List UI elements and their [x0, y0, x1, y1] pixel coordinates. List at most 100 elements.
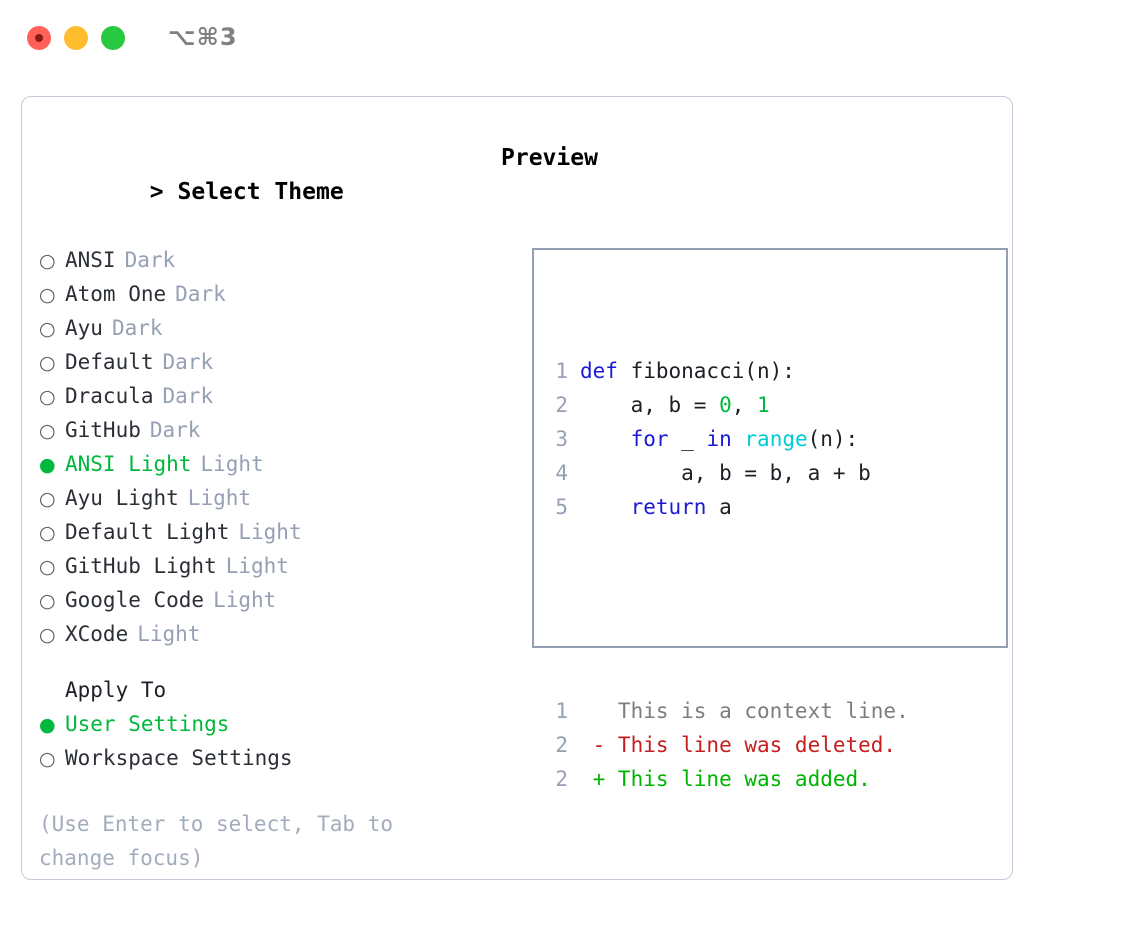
code-token: for — [630, 427, 669, 451]
theme-mode-tag: Light — [238, 520, 302, 544]
theme-name-label: GitHub Light — [65, 554, 217, 578]
diff-line-text: + This line was added. — [580, 767, 871, 791]
diff-line: 2 + This line was added. — [542, 762, 909, 796]
select-theme-heading: > Select Theme — [39, 141, 499, 243]
theme-name-label: Default Light — [65, 520, 230, 544]
theme-name-label: GitHub — [65, 418, 141, 442]
code-token: fibonacci(n): — [630, 359, 795, 383]
apply-to-option[interactable]: ●User Settings — [39, 707, 499, 741]
radio-unselected-icon: ○ — [39, 318, 56, 340]
code-token: 0 — [719, 393, 732, 417]
code-token: def — [580, 359, 631, 383]
theme-name-label: XCode — [65, 622, 129, 646]
diff-line: 1 This is a context line. — [542, 694, 908, 728]
theme-name-label: Google Code — [65, 588, 205, 612]
theme-name-label: ANSI Light — [65, 452, 192, 476]
select-theme-heading-text: Select Theme — [177, 179, 344, 205]
line-number: 5 — [555, 495, 568, 519]
code-token: 1 — [757, 393, 770, 417]
line-number: 3 — [555, 427, 568, 451]
code-token: range — [744, 427, 808, 451]
code-token: _ — [668, 427, 707, 451]
diff-sample: 1 This is a context line.2 - This line w… — [542, 694, 909, 796]
radio-selected-icon: ● — [39, 454, 56, 476]
line-number: 1 — [555, 699, 568, 723]
code-token: a, b = — [580, 393, 720, 417]
minimize-button[interactable] — [64, 26, 88, 50]
apply-to-option-label: User Settings — [65, 712, 230, 736]
apply-to-heading-text: Apply To — [65, 678, 167, 702]
line-number: 2 — [555, 393, 568, 417]
zoom-button[interactable] — [101, 26, 125, 50]
code-line: 3 for _ in range(n): — [542, 422, 909, 456]
list-spacer — [39, 651, 499, 673]
preview-heading: Preview — [501, 145, 598, 171]
close-button[interactable] — [27, 26, 51, 50]
apply-to-option-label: Workspace Settings — [65, 746, 293, 770]
code-token: return — [630, 495, 707, 519]
code-token — [732, 427, 745, 451]
window-controls — [27, 26, 125, 50]
theme-mode-tag: Dark — [124, 248, 176, 272]
theme-name-label: Ayu Light — [65, 486, 179, 510]
diff-line-text: - This line was deleted. — [580, 733, 897, 757]
line-number: 4 — [555, 461, 568, 485]
radio-unselected-icon: ○ — [39, 250, 56, 272]
theme-list-item[interactable]: ○ GitHub Dark — [39, 413, 499, 447]
theme-mode-tag: Dark — [175, 282, 226, 306]
theme-list-item[interactable]: ○ Google Code Light — [39, 583, 499, 617]
prompt-caret-icon: > — [149, 179, 164, 205]
line-number: 1 — [555, 359, 568, 383]
theme-mode-tag: Dark — [149, 418, 201, 442]
theme-name-label: Atom One — [65, 282, 167, 306]
apply-to-heading: Apply To — [39, 673, 499, 707]
theme-mode-tag: Dark — [162, 384, 214, 408]
theme-name-label: Dracula — [65, 384, 154, 408]
theme-mode-tag: Dark — [111, 316, 163, 340]
theme-mode-tag: Light — [213, 588, 277, 612]
hint-spacer — [39, 775, 499, 807]
theme-name-label: Ayu — [65, 316, 103, 340]
radio-unselected-icon: ○ — [39, 420, 56, 442]
theme-list-item[interactable]: ● ANSI Light Light — [39, 447, 499, 481]
code-token: a, b = b, a + b — [580, 461, 871, 485]
theme-list-item[interactable]: ○ Ayu Dark — [39, 311, 499, 345]
radio-unselected-icon: ○ — [39, 556, 56, 578]
theme-list-item[interactable]: ○ Ayu Light Light — [39, 481, 499, 515]
line-number: 2 — [555, 767, 568, 791]
code-line: 1 def fibonacci(n): — [542, 354, 909, 388]
apply-to-option[interactable]: ○Workspace Settings — [39, 741, 499, 775]
code-token: in — [706, 427, 732, 451]
code-token — [580, 427, 631, 451]
diff-line: 2 - This line was deleted. — [542, 728, 909, 762]
theme-mode-tag: Light — [187, 486, 252, 510]
code-blank-line — [542, 592, 909, 626]
radio-unselected-icon: ○ — [39, 488, 56, 510]
theme-list-item[interactable]: ○ Dracula Dark — [39, 379, 499, 413]
code-line: 5 return a — [542, 490, 909, 524]
radio-unselected-icon: ○ — [39, 590, 56, 612]
apply-to-heading-indent — [39, 674, 65, 708]
theme-list-item[interactable]: ○ ANSI Dark — [39, 243, 499, 277]
radio-unselected-icon: ○ — [39, 624, 56, 646]
title-bar: ⌥⌘3 — [0, 0, 1140, 78]
apply-to-list: ●User Settings○Workspace Settings — [39, 707, 499, 775]
code-token — [580, 495, 631, 519]
keyboard-hint-text: (Use Enter to select, Tab to change focu… — [39, 812, 406, 870]
theme-name-label: ANSI — [65, 248, 116, 272]
radio-unselected-icon: ○ — [39, 386, 56, 408]
theme-mode-tag: Light — [200, 452, 264, 476]
